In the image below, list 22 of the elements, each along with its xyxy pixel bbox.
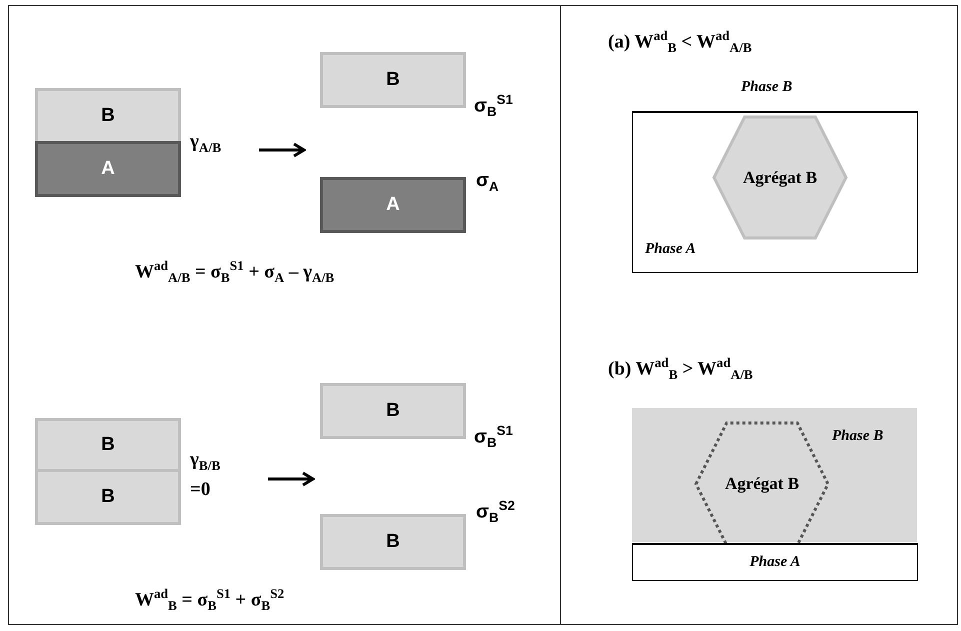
interface-energy-label: γ$_{A/B}$ (190, 131, 222, 156)
phase-region (632, 408, 917, 542)
phase-region (632, 543, 918, 581)
surface-energy-label: σ$_{A}$ (476, 170, 499, 194)
phase-region (632, 111, 918, 273)
phase-label: Phase A (645, 241, 696, 258)
layer-block: B (35, 469, 181, 525)
layer-block: A (35, 141, 181, 197)
aggregate-hexagon (712, 115, 848, 240)
phase-label: Phase B (741, 79, 792, 96)
interface-energy-label: γ$_{B/B}$ =0 (190, 448, 222, 502)
layer-block: B (320, 514, 466, 570)
phase-label: Phase A (750, 554, 800, 571)
layer-block: A (320, 177, 466, 233)
phase-label: Phase B (832, 428, 884, 445)
layer-block: B (320, 52, 466, 108)
layer-block: B (35, 418, 181, 472)
layer-block: B (35, 88, 181, 144)
adhesion-equation: W$^{ad}$$_{A/B}$ = σ$_{B}$$^{S1}$ + σ$_{A}$ – γ$_{A/B}$ (135, 258, 334, 286)
aggregate-label: Agrégat B (742, 168, 818, 188)
layer-block: B (320, 383, 466, 439)
aggregate-label: Agrégat B (724, 474, 800, 494)
